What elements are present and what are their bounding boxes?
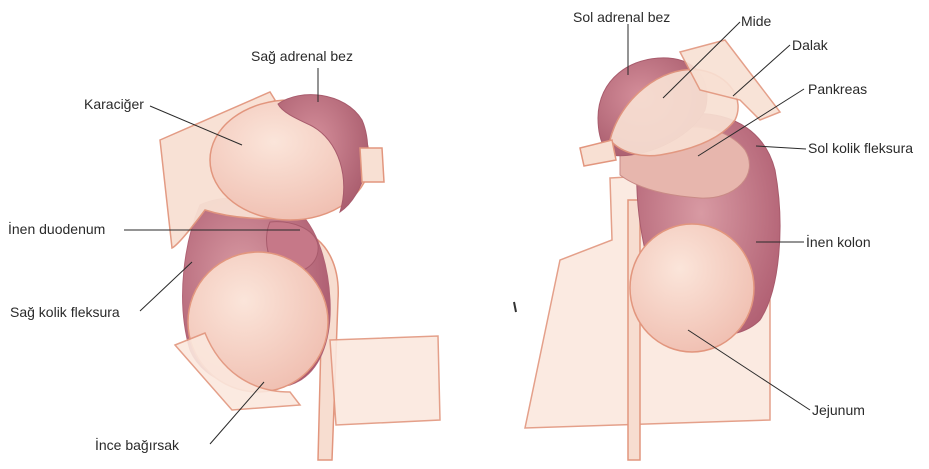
stray-mark bbox=[514, 302, 516, 312]
label-sag-adrenal-bez: Sağ adrenal bez bbox=[251, 48, 353, 64]
label-pankreas: Pankreas bbox=[808, 81, 867, 97]
label-dalak: Dalak bbox=[792, 37, 829, 53]
left-mesentery-sheet bbox=[330, 336, 440, 425]
label-inen-kolon: İnen kolon bbox=[806, 233, 871, 250]
label-inen-duodenum: İnen duodenum bbox=[8, 220, 105, 237]
label-sol-adrenal-bez: Sol adrenal bez bbox=[573, 9, 670, 25]
left-kidney-illustration bbox=[160, 92, 440, 460]
label-mide: Mide bbox=[741, 13, 772, 29]
right-kidney-illustration bbox=[514, 40, 780, 460]
label-ince-bagirsak: İnce bağırsak bbox=[95, 436, 180, 453]
right-ureter-tube bbox=[628, 200, 640, 460]
label-sag-kolik-fleksura: Sağ kolik fleksura bbox=[10, 304, 120, 320]
stomach-tab bbox=[580, 140, 616, 166]
label-karaciger: Karaciğer bbox=[84, 96, 144, 112]
label-jejunum: Jejunum bbox=[812, 402, 865, 418]
label-sol-kolik-fleksura: Sol kolik fleksura bbox=[808, 140, 913, 156]
liver-tab bbox=[360, 148, 384, 182]
